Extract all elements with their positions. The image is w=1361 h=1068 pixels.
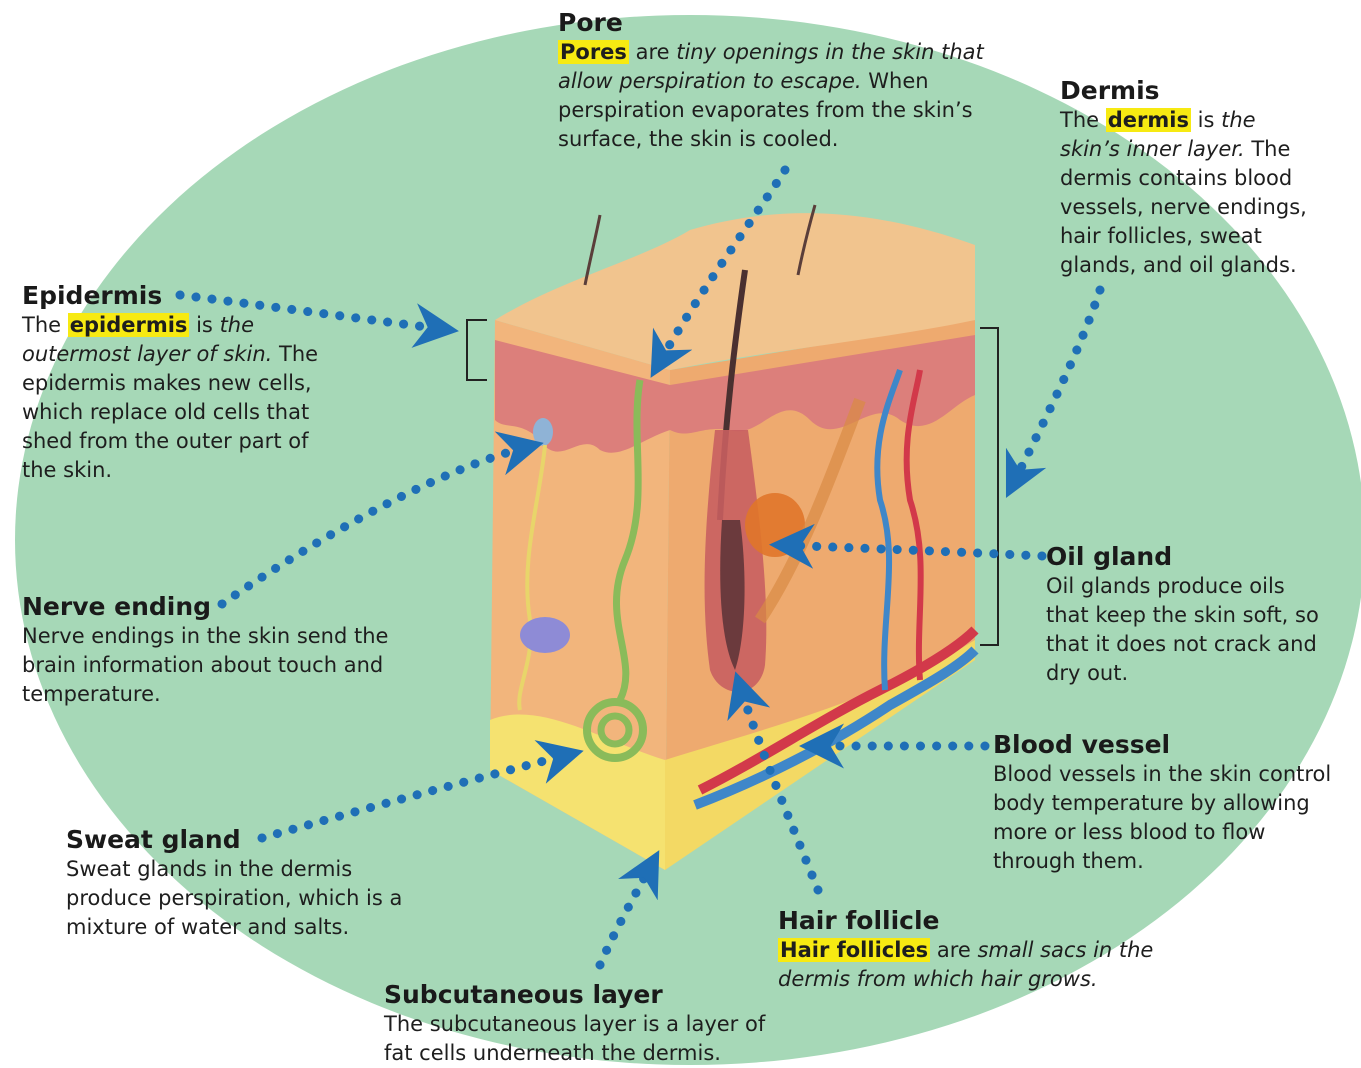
label-text: is [1191, 108, 1221, 132]
label-text: Oil glands produce oils that keep the sk… [1046, 574, 1319, 685]
label-text: are [930, 938, 977, 962]
label-pore: Pore Pores are tiny openings in the skin… [558, 8, 998, 154]
label-nerve-ending: Nerve ending Nerve endings in the skin s… [22, 592, 412, 709]
label-epidermis: Epidermis The epidermis is the outermost… [22, 281, 342, 485]
label-text: are [629, 40, 676, 64]
label-text: The [22, 313, 68, 337]
label-text: is [189, 313, 219, 337]
label-oil-gland-title: Oil gland [1046, 542, 1326, 572]
term-highlight: epidermis [68, 313, 190, 337]
label-hair-follicle: Hair follicle Hair follicles are small s… [778, 906, 1158, 994]
label-text: Sweat glands in the dermis produce persp… [66, 857, 402, 939]
nerve-ending-shape [533, 418, 553, 446]
label-subcutaneous-layer: Subcutaneous layer The subcutaneous laye… [384, 980, 784, 1068]
pacinian-corpuscle [520, 617, 570, 653]
label-text: The subcutaneous layer is a layer of fat… [384, 1012, 765, 1065]
label-text: Nerve endings in the skin send the brain… [22, 624, 388, 706]
label-dermis-title: Dermis [1060, 76, 1320, 106]
label-sweat-gland: Sweat gland Sweat glands in the dermis p… [66, 825, 416, 942]
label-hair-follicle-title: Hair follicle [778, 906, 1158, 936]
label-subcutaneous-layer-title: Subcutaneous layer [384, 980, 784, 1010]
term-highlight: Pores [558, 40, 629, 64]
label-pore-title: Pore [558, 8, 998, 38]
term-highlight: Hair follicles [778, 938, 930, 962]
label-text: The [1060, 108, 1106, 132]
label-sweat-gland-title: Sweat gland [66, 825, 416, 855]
label-nerve-ending-title: Nerve ending [22, 592, 412, 622]
label-oil-gland: Oil gland Oil glands produce oils that k… [1046, 542, 1326, 688]
label-dermis: Dermis The dermis is the skin’s inner la… [1060, 76, 1320, 280]
label-epidermis-title: Epidermis [22, 281, 342, 311]
label-blood-vessel: Blood vessel Blood vessels in the skin c… [993, 730, 1333, 876]
label-text: Blood vessels in the skin control body t… [993, 762, 1331, 873]
term-highlight: dermis [1106, 108, 1191, 132]
label-blood-vessel-title: Blood vessel [993, 730, 1333, 760]
